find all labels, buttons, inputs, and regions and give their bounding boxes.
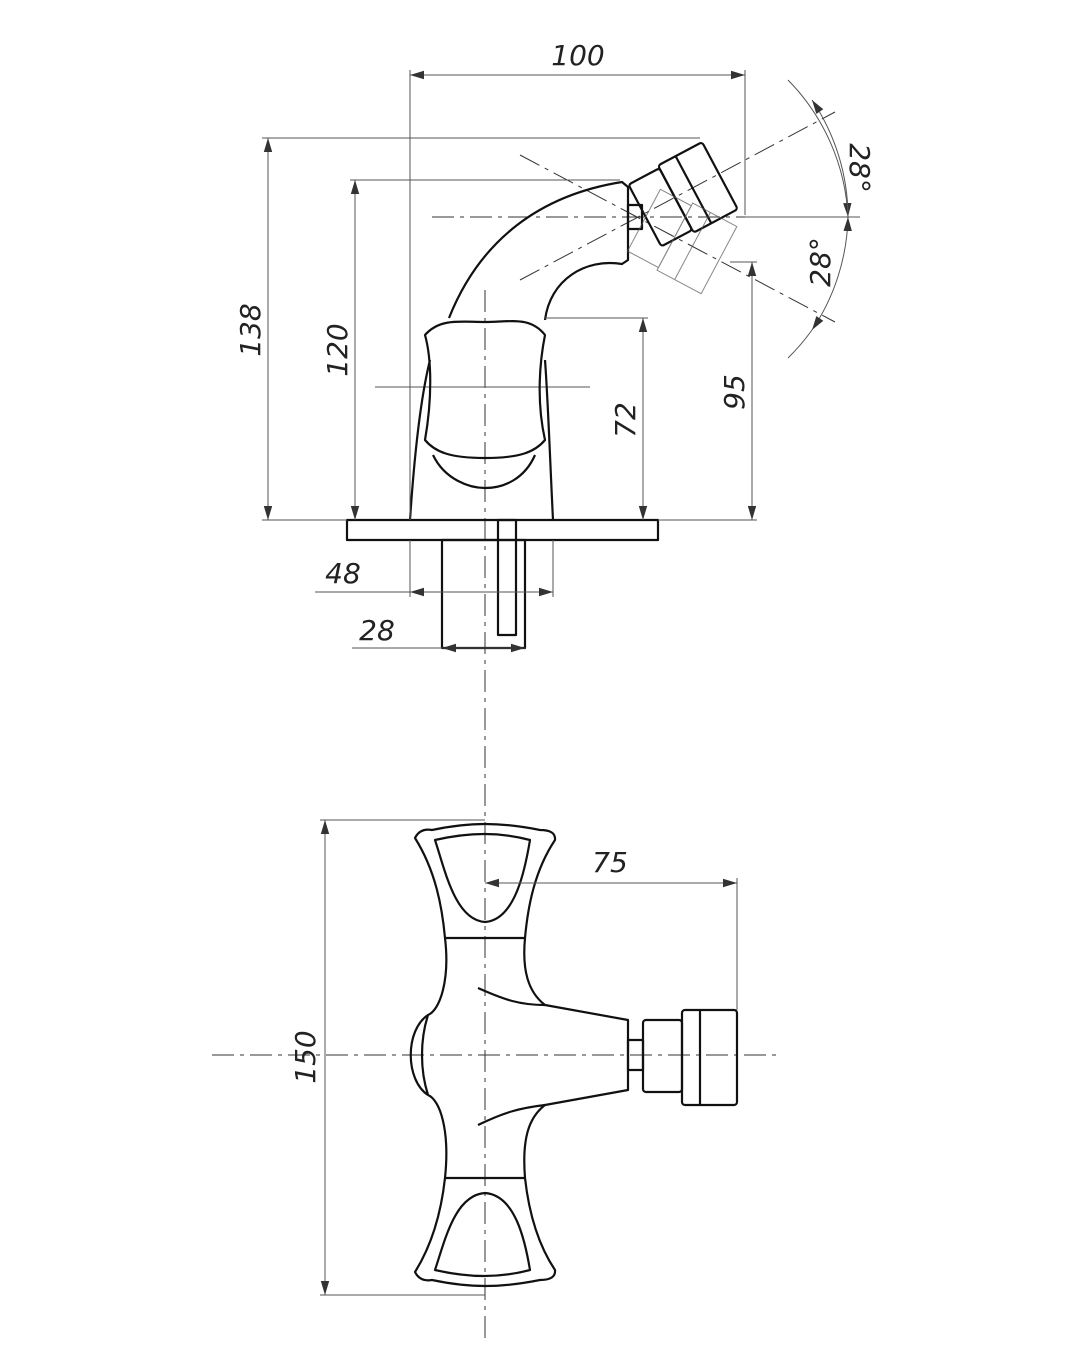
dim-28: 28 bbox=[359, 614, 395, 647]
dim-150: 150 bbox=[289, 1030, 322, 1083]
top-view bbox=[409, 822, 739, 1288]
dim-72: 72 bbox=[609, 402, 642, 438]
center-lines bbox=[212, 111, 836, 1340]
dim-100: 100 bbox=[551, 39, 604, 72]
dim-angle-up: 28° bbox=[843, 143, 876, 193]
dim-95: 95 bbox=[718, 374, 751, 410]
side-view bbox=[345, 142, 738, 650]
dim-48: 48 bbox=[325, 557, 361, 590]
side-dimensions: 100 138 120 72 95 28° 28° 48 28 bbox=[234, 39, 876, 653]
dim-angle-down: 28° bbox=[804, 237, 837, 287]
dim-120: 120 bbox=[321, 323, 354, 376]
dim-138: 138 bbox=[234, 303, 267, 356]
top-dimensions: 150 75 bbox=[289, 819, 738, 1296]
dim-75: 75 bbox=[592, 846, 628, 879]
